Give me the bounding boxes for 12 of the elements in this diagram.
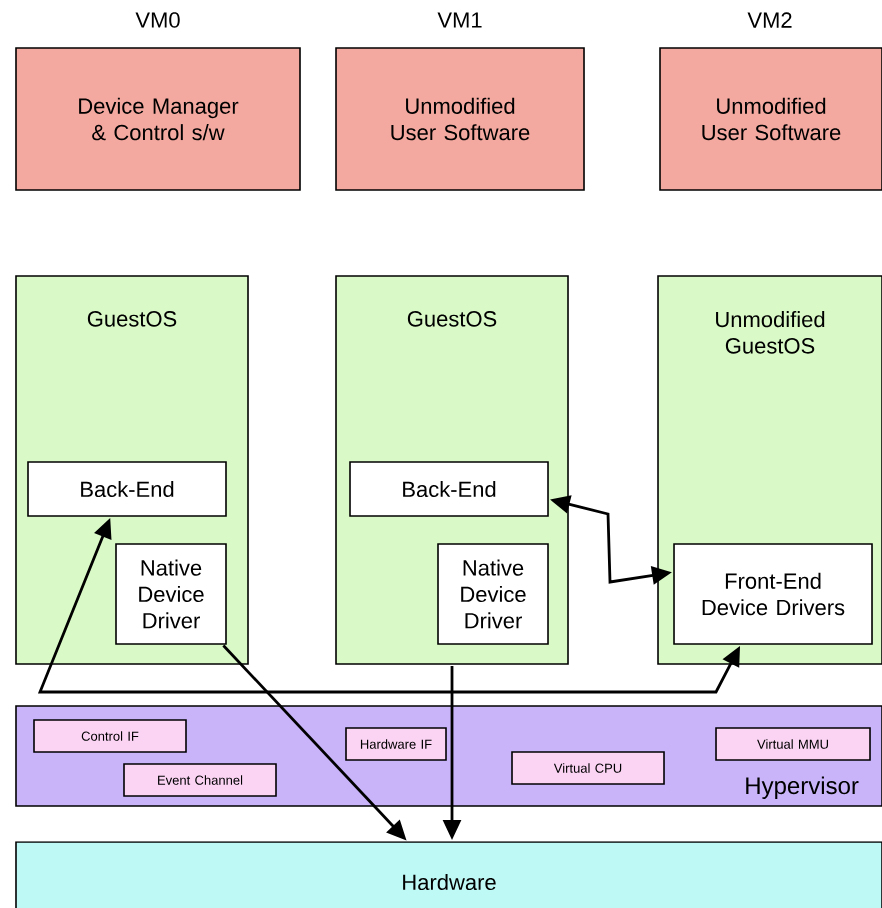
driver-box: Native Device Driver [437,543,549,645]
driver-box: Native Device Driver [115,543,227,645]
software-box: Unmodified User Software [659,47,882,191]
front-end-box: Front-End Device Drivers [673,543,873,645]
software-box: Unmodified User Software [335,47,585,191]
column-label: VM0 [135,12,180,28]
column-label: VM1 [437,12,482,28]
back-end-box: Back-End [349,461,549,517]
software-box: Device Manager & Control s/w [15,47,301,191]
back-end-box: Back-End [27,461,227,517]
column-label: VM2 [747,12,792,28]
hardware-band: Hardware [15,841,882,908]
